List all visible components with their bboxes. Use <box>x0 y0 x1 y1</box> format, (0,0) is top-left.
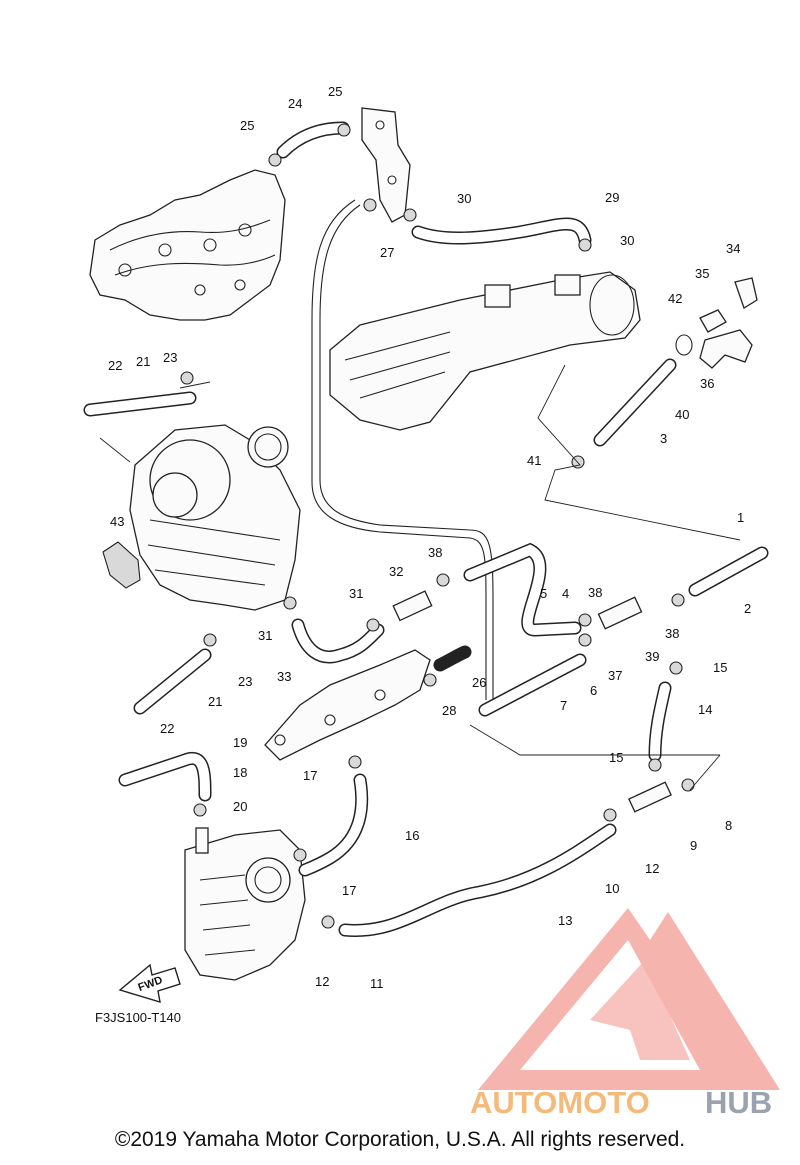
callout-3: 3 <box>660 431 667 446</box>
callout-28: 28 <box>442 703 456 718</box>
callout-21b: 21 <box>208 694 222 709</box>
callout-18: 18 <box>233 765 247 780</box>
water-box <box>329 271 641 431</box>
callout-34: 34 <box>726 241 740 256</box>
callout-7: 7 <box>560 698 567 713</box>
callout-20: 20 <box>233 799 247 814</box>
callout-22a: 22 <box>108 358 122 373</box>
hose-6 <box>478 653 587 717</box>
callout-9: 9 <box>690 838 697 853</box>
intake-pipe <box>264 649 431 761</box>
callout-38c: 38 <box>665 626 679 641</box>
callout-11: 11 <box>370 976 384 991</box>
callout-37: 37 <box>608 668 622 683</box>
callout-33: 33 <box>277 669 291 684</box>
callout-6: 6 <box>590 683 597 698</box>
hose-27 <box>319 204 494 700</box>
callout-15b: 15 <box>609 750 623 765</box>
hose-22-lower <box>133 648 212 715</box>
bracket-assembly <box>361 107 411 223</box>
callout-15a: 15 <box>713 660 727 675</box>
elbow-fittings <box>675 277 758 369</box>
callout-30a: 30 <box>457 191 471 206</box>
hose-5 <box>463 542 582 637</box>
hose-1 <box>688 546 769 597</box>
callout-23b: 23 <box>238 674 252 689</box>
hose-18-19 <box>118 751 212 802</box>
callout-39: 39 <box>645 649 659 664</box>
hose-3 <box>593 358 677 447</box>
callout-22b: 22 <box>160 721 174 736</box>
callout-41: 41 <box>527 453 541 468</box>
hose-26 <box>433 645 472 672</box>
watermark-text-a: AUTOMOTO <box>470 1085 650 1120</box>
exhaust-manifold <box>89 169 286 321</box>
callout-5: 5 <box>540 586 547 601</box>
callout-31b: 31 <box>258 628 272 643</box>
callout-35: 35 <box>695 266 709 281</box>
callout-25a: 25 <box>240 118 254 133</box>
copyright-notice: ©2019 Yamaha Motor Corporation, U.S.A. A… <box>114 1128 686 1151</box>
callout-10: 10 <box>605 881 619 896</box>
callout-14: 14 <box>698 702 712 717</box>
drawing-code: F3JS100-T140 <box>95 1010 181 1025</box>
callout-40: 40 <box>675 407 689 422</box>
callout-25b: 25 <box>328 84 342 99</box>
callout-2: 2 <box>744 601 751 616</box>
supercharger-housing <box>129 424 301 611</box>
callout-38b: 38 <box>588 585 602 600</box>
callout-1: 1 <box>737 510 744 525</box>
callout-4: 4 <box>562 586 569 601</box>
callout-23a: 23 <box>163 350 177 365</box>
callout-17b: 17 <box>342 883 356 898</box>
callout-21a: 21 <box>136 354 150 369</box>
callout-36: 36 <box>700 376 714 391</box>
callout-26: 26 <box>472 675 486 690</box>
callout-29: 29 <box>605 190 619 205</box>
hose-27-outer <box>311 199 487 700</box>
callout-17a: 17 <box>303 768 317 783</box>
callout-42: 42 <box>668 291 682 306</box>
watermark-logo <box>478 908 780 1090</box>
callout-27: 27 <box>380 245 394 260</box>
callout-32: 32 <box>389 564 403 579</box>
callout-31a: 31 <box>349 586 363 601</box>
callout-24: 24 <box>288 96 302 111</box>
throttle-body <box>184 827 306 981</box>
hose-22-21 <box>83 391 197 417</box>
clip-43 <box>102 541 141 589</box>
callout-30b: 30 <box>620 233 634 248</box>
callout-labels: 1 2 3 4 5 6 7 8 9 10 11 12 12 13 14 15 1… <box>108 84 751 991</box>
callout-43: 43 <box>110 514 124 529</box>
callout-19: 19 <box>233 735 247 750</box>
clamps <box>180 123 695 929</box>
callout-13: 13 <box>558 913 572 928</box>
watermark-text-b: HUB <box>705 1085 772 1120</box>
dashed-leaders <box>99 364 741 791</box>
callout-12a: 12 <box>645 861 659 876</box>
fwd-arrow: FWD <box>118 963 181 1003</box>
callout-12b: 12 <box>315 974 329 989</box>
callout-8: 8 <box>725 818 732 833</box>
hose-11-10 <box>338 823 617 937</box>
callout-38a: 38 <box>428 545 442 560</box>
callout-16: 16 <box>405 828 419 843</box>
